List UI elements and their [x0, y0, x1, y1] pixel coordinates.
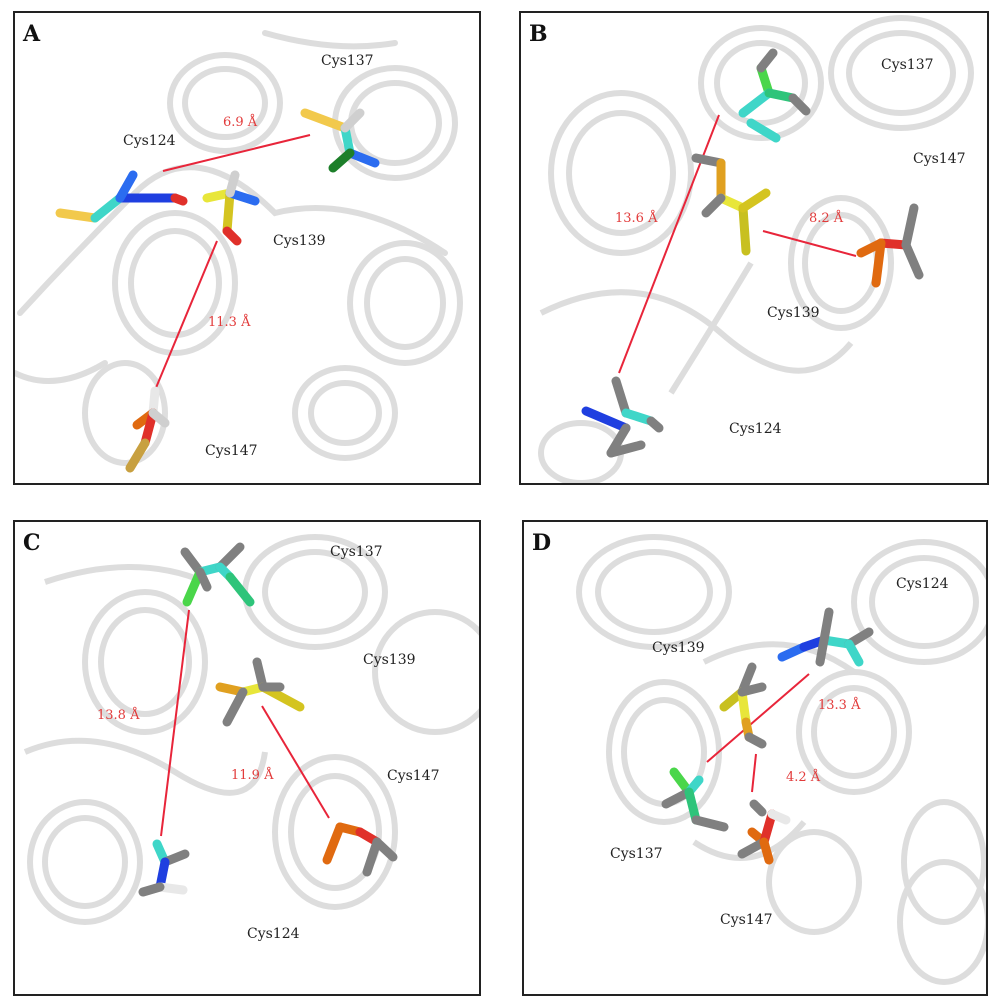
label-cys124: Cys124	[247, 926, 300, 942]
distance-label: 13.3 Å	[818, 698, 861, 713]
panel-a: A Cys137 Cys124 Cys139 Cys147 6.9 Å 11.3…	[13, 11, 481, 485]
label-cys137: Cys137	[321, 53, 374, 69]
distance-label: 13.6 Å	[615, 211, 658, 226]
label-cys124: Cys124	[729, 421, 782, 437]
label-cys139: Cys139	[363, 652, 416, 668]
protein-ribbon	[576, 534, 986, 985]
distance-label: 11.3 Å	[208, 315, 251, 330]
panel-c-structure	[23, 534, 479, 925]
residue-cys137-sticks	[300, 108, 380, 173]
label-cys147: Cys147	[387, 768, 440, 784]
label-cys124: Cys124	[123, 133, 176, 149]
residue-cys124-sticks	[581, 376, 664, 458]
label-cys124: Cys124	[896, 576, 949, 592]
residue-cys139-sticks	[202, 170, 260, 246]
residue-cys137-sticks	[180, 542, 255, 607]
distance-label: 6.9 Å	[223, 115, 258, 130]
panel-letter: A	[23, 21, 41, 47]
protein-ribbon	[15, 30, 463, 466]
panel-b-structure	[538, 15, 974, 483]
label-cys139: Cys139	[652, 640, 705, 656]
distance-label: 13.8 Å	[97, 708, 140, 723]
label-cys147: Cys147	[205, 443, 258, 459]
label-cys139: Cys139	[273, 233, 326, 249]
residue-cys139-sticks	[215, 657, 305, 727]
residue-cys124-sticks	[55, 170, 188, 223]
residue-cys137-sticks	[661, 767, 729, 832]
residue-cys139-sticks	[719, 662, 767, 749]
residue-cys139-sticks	[691, 153, 771, 256]
panel-d: D Cys124 Cys139 Cys137 Cys147 13.3 Å 4.2…	[522, 520, 988, 996]
panel-c: C Cys137 Cys139 Cys147 Cys124 13.8 Å 11.…	[13, 520, 481, 996]
distance-lines	[160, 609, 330, 837]
residue-cys147-sticks	[125, 386, 170, 473]
panel-letter: C	[23, 530, 41, 556]
residue-cys147-sticks	[856, 203, 924, 288]
distance-label: 4.2 Å	[786, 770, 821, 785]
residue-cys124-sticks	[138, 839, 190, 897]
protein-ribbon	[23, 534, 479, 925]
label-cys147: Cys147	[913, 151, 966, 167]
residue-cys147-sticks	[737, 799, 791, 865]
panel-letter: D	[532, 530, 552, 556]
distance-lines	[152, 134, 311, 396]
panel-letter: B	[529, 21, 548, 47]
label-cys147: Cys147	[720, 912, 773, 928]
label-cys137: Cys137	[610, 846, 663, 862]
residue-cys137-sticks	[738, 48, 811, 143]
label-cys137: Cys137	[330, 544, 383, 560]
distance-label: 8.2 Å	[809, 211, 844, 226]
residue-cys124-sticks	[777, 607, 874, 667]
residue-cys147-sticks	[322, 822, 398, 877]
distance-label: 11.9 Å	[231, 768, 274, 783]
label-cys137: Cys137	[881, 57, 934, 73]
distance-lines	[706, 673, 810, 793]
label-cys139: Cys139	[767, 305, 820, 321]
panel-a-structure	[15, 30, 463, 473]
panel-d-structure	[576, 534, 986, 985]
panel-b: B Cys137 Cys147 Cys139 Cys124 13.6 Å 8.2…	[519, 11, 989, 485]
